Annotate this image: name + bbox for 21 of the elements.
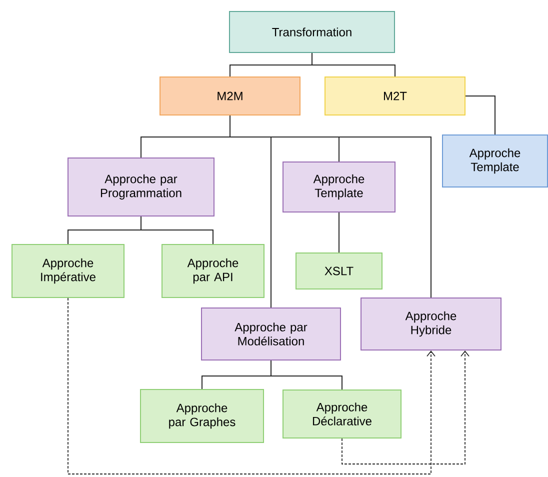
box: Approche Template [282,162,396,212]
box: Approche Template [442,134,548,188]
connector [68,298,436,474]
connector [140,216,214,244]
box: Approche Déclarative [282,390,402,438]
connector [230,115,432,298]
box: XSLT [296,252,382,290]
box: Approche par Modélisation [201,308,341,360]
connector [270,360,342,390]
box: Approche par API [162,244,264,298]
connector [338,212,340,253]
box: Approche Hybride [360,298,502,350]
connector [312,52,396,77]
box: M2M [160,76,300,116]
connector [465,96,496,135]
box: Approche par Graphes [140,389,264,443]
connector [342,350,470,464]
box: Transformation [229,11,395,53]
box: M2T [324,76,466,116]
box: Approche Impérative [12,244,124,298]
box: Approche par Programmation [68,158,214,216]
